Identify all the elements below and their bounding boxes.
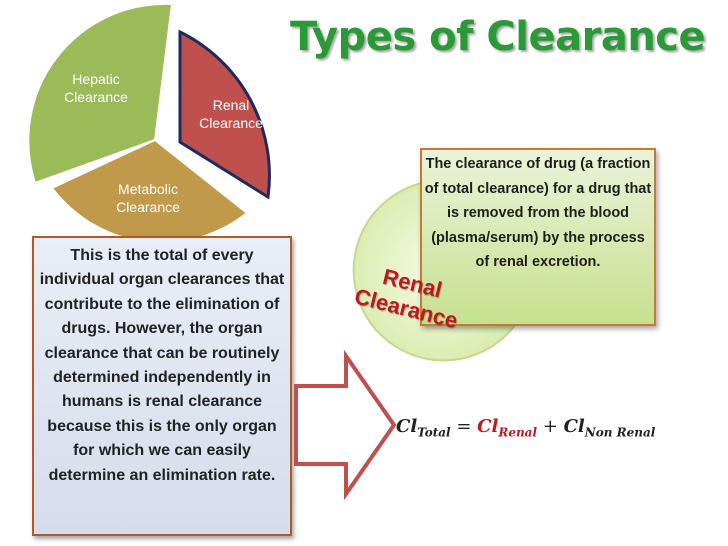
formula-lhs-sub: Total xyxy=(417,425,451,440)
renal-segment xyxy=(178,29,271,200)
hepatic-segment xyxy=(27,2,174,185)
total-clearance-description: This is the total of every individual or… xyxy=(32,236,292,536)
formula-plus: + xyxy=(542,416,558,437)
hepatic-clearance-label: Hepatic Clearance xyxy=(64,71,128,105)
right-arrow-icon xyxy=(294,350,397,500)
metabolic-clearance-label: Metabolic Clearance xyxy=(116,181,180,215)
formula-lhs: Cl xyxy=(396,416,418,437)
renal-clearance-segment-label: Renal Clearance xyxy=(199,97,263,131)
formula-term-renal: Cl xyxy=(477,416,499,437)
formula-term-nonrenal: Cl xyxy=(563,416,585,437)
formula-term-nonrenal-sub: Non Renal xyxy=(584,425,656,440)
renal-clearance-description: The clearance of drug (a fraction of tot… xyxy=(420,148,656,326)
page-title: Types of Clearance xyxy=(290,14,706,60)
formula-term-renal-sub: Renal xyxy=(498,425,538,440)
formula-equals: = xyxy=(456,416,472,437)
clearance-formula: ClTotal = ClRenal + ClNon Renal xyxy=(396,416,726,446)
